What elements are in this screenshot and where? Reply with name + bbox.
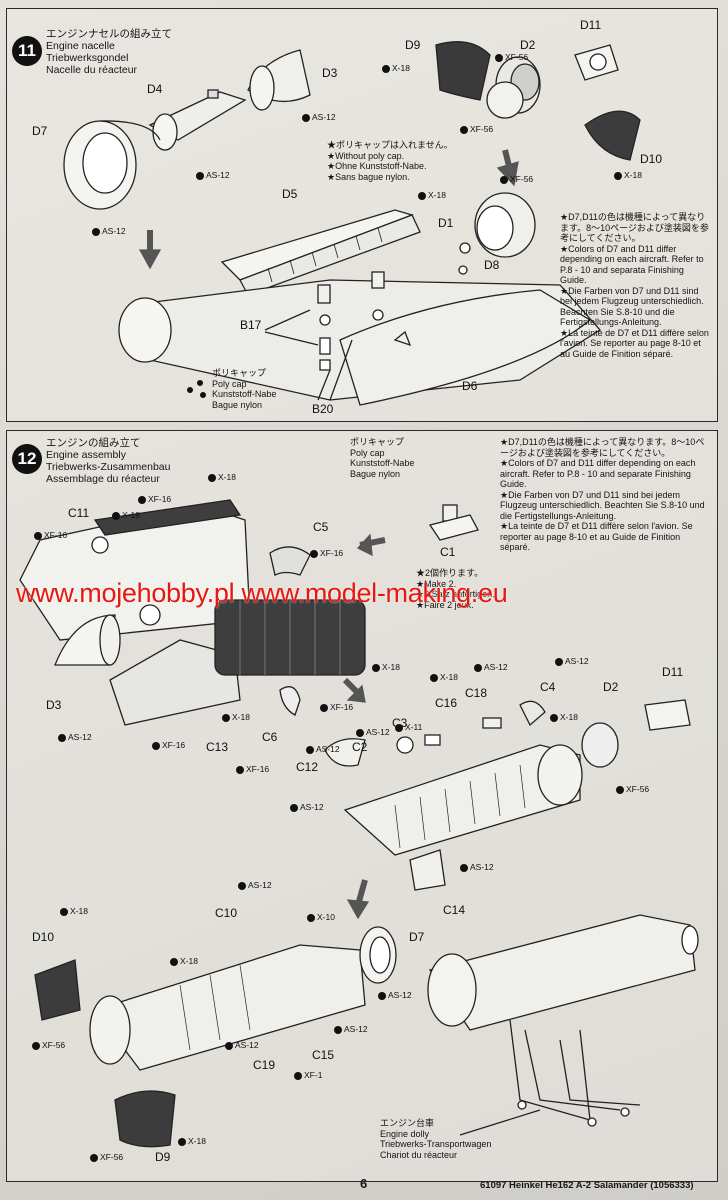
paint-tag: X-18 [178,1136,206,1146]
step-12-title-fr: Assemblage du réacteur [46,473,160,485]
label-C16: C16 [435,696,458,710]
label-B17-s11: B17 [240,318,262,332]
paint-tag: XF-56 [32,1040,65,1050]
paint-tag: X-11 [395,722,422,732]
paint-tag: X-18 [170,956,198,966]
step-12-title: エンジンの組み立て Engine assembly Triebwerks-Zus… [46,437,170,485]
label-C5: C5 [313,520,329,534]
step-11-polycap-notice: ★ポリキャップは入れません。 ★Without poly cap. ★Ohne … [327,140,453,182]
label-D9-s11: D9 [405,38,421,52]
label-D10-s11: D10 [640,152,663,166]
paint-tag: AS-12 [225,1040,259,1050]
paint-tag: XF-16 [236,764,269,774]
label-D9-s12: D9 [155,1150,171,1164]
paint-tag: XF-56 [90,1152,123,1162]
paint-tag: X-18 [430,672,458,682]
paint-tag: XF-56 [500,174,533,184]
paint-tag: AS-12 [306,744,340,754]
paint-tag: XF-56 [495,52,528,62]
step-11-title-de: Triebwerksgondel [46,52,129,64]
paint-tag: XF-16 [320,702,353,712]
label-C10: C10 [215,906,238,920]
paint-tag: XF-1 [294,1070,322,1080]
label-D11-s11: D11 [580,18,602,32]
paint-tag: XF-16 [138,494,171,504]
step-11-title-jp: エンジンナセルの組み立て [46,28,172,40]
paint-tag: AS-12 [302,112,336,122]
label-C19: C19 [253,1058,276,1072]
label-D10-s12: D10 [32,930,55,944]
paint-tag: AS-12 [356,727,390,737]
paint-tag: AS-12 [290,802,324,812]
paint-tag: X-18 [382,63,410,73]
paint-tag: X-18 [372,662,400,672]
step-11-title-fr: Nacelle du réacteur [46,64,138,76]
step-12-color-note: ★D7,D11の色は機種によって異なります。8〜10ページおよび塗装図を参考にし… [500,437,705,552]
paint-tag: AS-12 [238,880,272,890]
label-D3-s11: D3 [322,66,338,80]
paint-tag: AS-12 [460,862,494,872]
label-C2: C2 [352,740,368,754]
label-C6: C6 [262,730,278,744]
label-D4-s11: D4 [147,82,163,96]
step-12-title-jp: エンジンの組み立て [46,437,141,449]
step-12-title-en: Engine assembly [46,449,126,461]
label-D5-s11: D5 [282,187,298,201]
label-D2-s12: D2 [603,680,619,694]
kit-code: 61097 Heinkel He162 A-2 Salamander (1056… [480,1180,694,1191]
paint-tag: X-10 [307,912,335,922]
label-D7-s12: D7 [409,930,425,944]
paint-tag: XF-16 [34,530,67,540]
paint-tag: X-18 [418,190,446,200]
label-C12: C12 [296,760,319,774]
label-D2-s11: D2 [520,38,536,52]
paint-tag: XF-16 [152,740,185,750]
label-D11-s12: D11 [662,665,684,679]
label-C14: C14 [443,903,466,917]
paint-tag: X-18 [112,510,140,520]
paint-tag: X-18 [222,712,250,722]
step-11-color-note: ★D7,D11の色は機種によって異なります。8〜10ページおよび塗装図を参考にし… [560,212,709,359]
label-B20-s11: B20 [312,402,334,416]
paint-tag: AS-12 [555,656,589,666]
label-D1-s11: D1 [438,216,454,230]
watermark-text: www.mojehobby.pl www.model-making.eu [16,578,508,608]
step-11-polycap-label: ポリキャップ Poly cap Kunststoff-Nabe Bague ny… [212,368,277,410]
paint-tag: AS-12 [92,226,126,236]
paint-tag: XF-56 [460,124,493,134]
label-C1: C1 [440,545,456,559]
paint-tag: X-18 [614,170,642,180]
label-D7-s11: D7 [32,124,48,138]
step-12-badge: 12 [12,444,42,474]
step-12-make-two-note: ★2個作ります。 ★Make 2. ★2 Satz anfertigen. ★F… [416,568,495,610]
paint-tag: X-18 [208,472,236,482]
label-C18: C18 [465,686,488,700]
step-12-polycap-label: ポリキャップ Poly cap Kunststoff-Nabe Bague ny… [350,437,415,479]
label-C4: C4 [540,680,556,694]
page-number: 6 [360,1176,368,1191]
label-D6-s11: D6 [462,379,478,393]
step-11-title: エンジンナセルの組み立て Engine nacelle Triebwerksgo… [46,28,172,76]
label-D8-s11: D8 [484,258,500,272]
step-11-badge: 11 [12,36,42,66]
paint-tag: AS-12 [378,990,412,1000]
paint-tag: XF-16 [310,548,343,558]
label-C15: C15 [312,1048,335,1062]
paint-tag: AS-12 [474,662,508,672]
paint-tag: X-18 [60,906,88,916]
paint-tag: AS-12 [196,170,230,180]
label-C13: C13 [206,740,229,754]
label-D3-s12: D3 [46,698,62,712]
engine-dolly-label: エンジン台車 Engine dolly Triebwerks-Transport… [380,1118,492,1160]
label-C11: C11 [68,506,90,520]
paint-tag: AS-12 [334,1024,368,1034]
paint-tag: XF-56 [616,784,649,794]
paint-tag: AS-12 [58,732,92,742]
step-12-title-de: Triebwerks-Zusammenbau [46,461,171,473]
paint-tag: X-18 [550,712,578,722]
step-11-title-en: Engine nacelle [46,40,115,52]
